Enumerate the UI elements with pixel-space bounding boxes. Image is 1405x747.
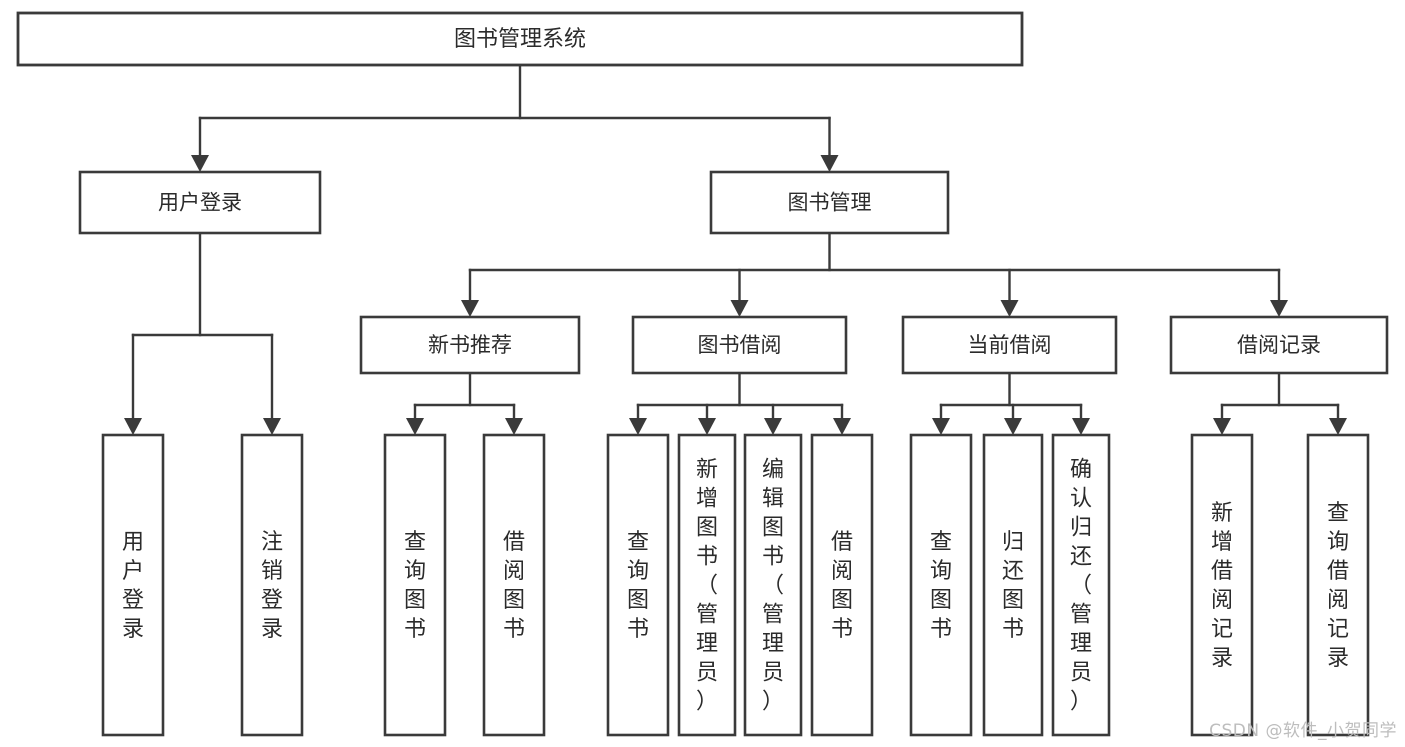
node-label: 图书管理系统 bbox=[454, 27, 586, 52]
node-e696b0e5a29ee5809fe99885e8ae[interactable]: 新增借阅记录 bbox=[1190, 433, 1254, 737]
node-box bbox=[810, 433, 874, 737]
arrow-head-icon bbox=[263, 418, 281, 435]
node-e794a8e688b7e799bbe5bd95-l2[interactable]: 用户登录 bbox=[78, 170, 322, 235]
node-box bbox=[1190, 433, 1254, 737]
node-box bbox=[743, 433, 803, 737]
node-e59bbee4b9a6e5809fe99885-l3[interactable]: 图书借阅 bbox=[631, 315, 848, 375]
node-box bbox=[909, 433, 973, 737]
arrow-head-icon bbox=[191, 155, 209, 172]
leaf-label-vertical: 确认归还（管理员） bbox=[1070, 458, 1092, 715]
leaf-label-vertical: 查询图书 bbox=[404, 530, 426, 642]
csdn-watermark: CSDN @软件_小贺同学 bbox=[1209, 721, 1397, 741]
arrow-head-icon bbox=[1213, 418, 1231, 435]
arrow-head-icon bbox=[1329, 418, 1347, 435]
node-box bbox=[1051, 433, 1111, 737]
node-box bbox=[383, 433, 447, 737]
node-box bbox=[1169, 315, 1389, 375]
node-e696b0e5a29ee59bbee4b9a6efbc[interactable]: 新增图书（管理员） bbox=[677, 433, 737, 737]
node-e5bd93e5898de5809fe99885-l3[interactable]: 当前借阅 bbox=[901, 315, 1118, 375]
arrow-head-icon bbox=[730, 300, 749, 317]
arrow-head-icon bbox=[461, 300, 479, 317]
node-box bbox=[78, 170, 322, 235]
node-e696b0e4b9a6e68ea8e88d90-l3[interactable]: 新书推荐 bbox=[359, 315, 581, 375]
leaf-label-vertical: 新增借阅记录 bbox=[1211, 501, 1233, 671]
node-e5bd92e8bf98e59bbee4b9a6[interactable]: 归还图书 bbox=[982, 433, 1044, 737]
node-e69fa5e8afa2e5809fe99885e8ae[interactable]: 查询借阅记录 bbox=[1306, 433, 1370, 737]
node-box bbox=[359, 315, 581, 375]
arrow-head-icon bbox=[932, 418, 950, 435]
node-box bbox=[631, 315, 848, 375]
connector-layer bbox=[124, 63, 1347, 435]
arrow-head-icon bbox=[764, 418, 782, 435]
node-box bbox=[482, 433, 546, 737]
leaf-label-vertical: 编辑图书（管理员） bbox=[762, 458, 784, 715]
node-box bbox=[901, 315, 1118, 375]
node-e7bc96e8be91e59bbee4b9a6efbc[interactable]: 编辑图书（管理员） bbox=[743, 433, 803, 737]
node-box bbox=[101, 433, 165, 737]
node-box bbox=[1306, 433, 1370, 737]
node-e69fa5e8afa2e59bbee4b9a6[interactable]: 查询图书 bbox=[606, 433, 670, 737]
arrow-head-icon bbox=[1004, 418, 1022, 435]
leaf-label-vertical: 借阅图书 bbox=[831, 530, 853, 642]
node-box bbox=[240, 433, 304, 737]
arrow-head-icon bbox=[833, 418, 851, 435]
leaf-label-vertical: 借阅图书 bbox=[503, 530, 525, 642]
leaf-label-vertical: 注销登录 bbox=[261, 530, 283, 642]
arrow-head-icon bbox=[1072, 418, 1090, 435]
leaf-label-vertical: 查询图书 bbox=[930, 530, 952, 642]
arrow-head-icon bbox=[1000, 300, 1019, 317]
leaf-label-vertical: 新增图书（管理员） bbox=[696, 458, 718, 715]
arrow-head-icon bbox=[505, 418, 523, 435]
node-box bbox=[677, 433, 737, 737]
arrow-head-icon bbox=[629, 418, 647, 435]
arrow-head-icon bbox=[124, 418, 142, 435]
node-e5809fe99885e59bbee4b9a6[interactable]: 借阅图书 bbox=[482, 433, 546, 737]
leaf-label-vertical: 查询图书 bbox=[627, 530, 649, 642]
arrow-head-icon bbox=[820, 155, 839, 172]
node-box bbox=[982, 433, 1044, 737]
leaf-label-vertical: 查询借阅记录 bbox=[1327, 501, 1349, 671]
leaf-label-vertical: 用户登录 bbox=[122, 530, 144, 642]
arrow-head-icon bbox=[1270, 300, 1288, 317]
node-box bbox=[16, 11, 1024, 67]
node-e794a8e688b7e799bbe5bd95[interactable]: 用户登录 bbox=[101, 433, 165, 737]
node-box bbox=[709, 170, 950, 235]
root-node-图书管理系统[interactable]: 图书管理系统 bbox=[16, 11, 1024, 67]
leaf-label-vertical: 归还图书 bbox=[1002, 530, 1024, 642]
node-label: 新书推荐 bbox=[428, 333, 512, 357]
node-label: 图书管理 bbox=[788, 191, 872, 215]
node-label: 借阅记录 bbox=[1237, 333, 1321, 357]
node-e59bbee4b9a6e7aea1e79086-l2[interactable]: 图书管理 bbox=[709, 170, 950, 235]
node-e69fa5e8afa2e59bbee4b9a6[interactable]: 查询图书 bbox=[383, 433, 447, 737]
node-label: 用户登录 bbox=[158, 191, 242, 215]
node-label: 当前借阅 bbox=[968, 333, 1052, 357]
node-e5809fe99885e59bbee4b9a6[interactable]: 借阅图书 bbox=[810, 433, 874, 737]
node-e7a1aee8aea4e5bd92e8bf98efbc[interactable]: 确认归还（管理员） bbox=[1051, 433, 1111, 737]
node-layer: 图书管理系统用户登录图书管理用户登录注销登录新书推荐查询图书借阅图书图书借阅查询… bbox=[16, 11, 1389, 737]
node-e5809fe99885e8aeb0e5bd95-l3[interactable]: 借阅记录 bbox=[1169, 315, 1389, 375]
node-box bbox=[606, 433, 670, 737]
arrow-head-icon bbox=[406, 418, 424, 435]
node-e6b3a8e99480e799bbe5bd95[interactable]: 注销登录 bbox=[240, 433, 304, 737]
node-e69fa5e8afa2e59bbee4b9a6[interactable]: 查询图书 bbox=[909, 433, 973, 737]
arrow-head-icon bbox=[698, 418, 716, 435]
node-label: 图书借阅 bbox=[698, 333, 782, 357]
